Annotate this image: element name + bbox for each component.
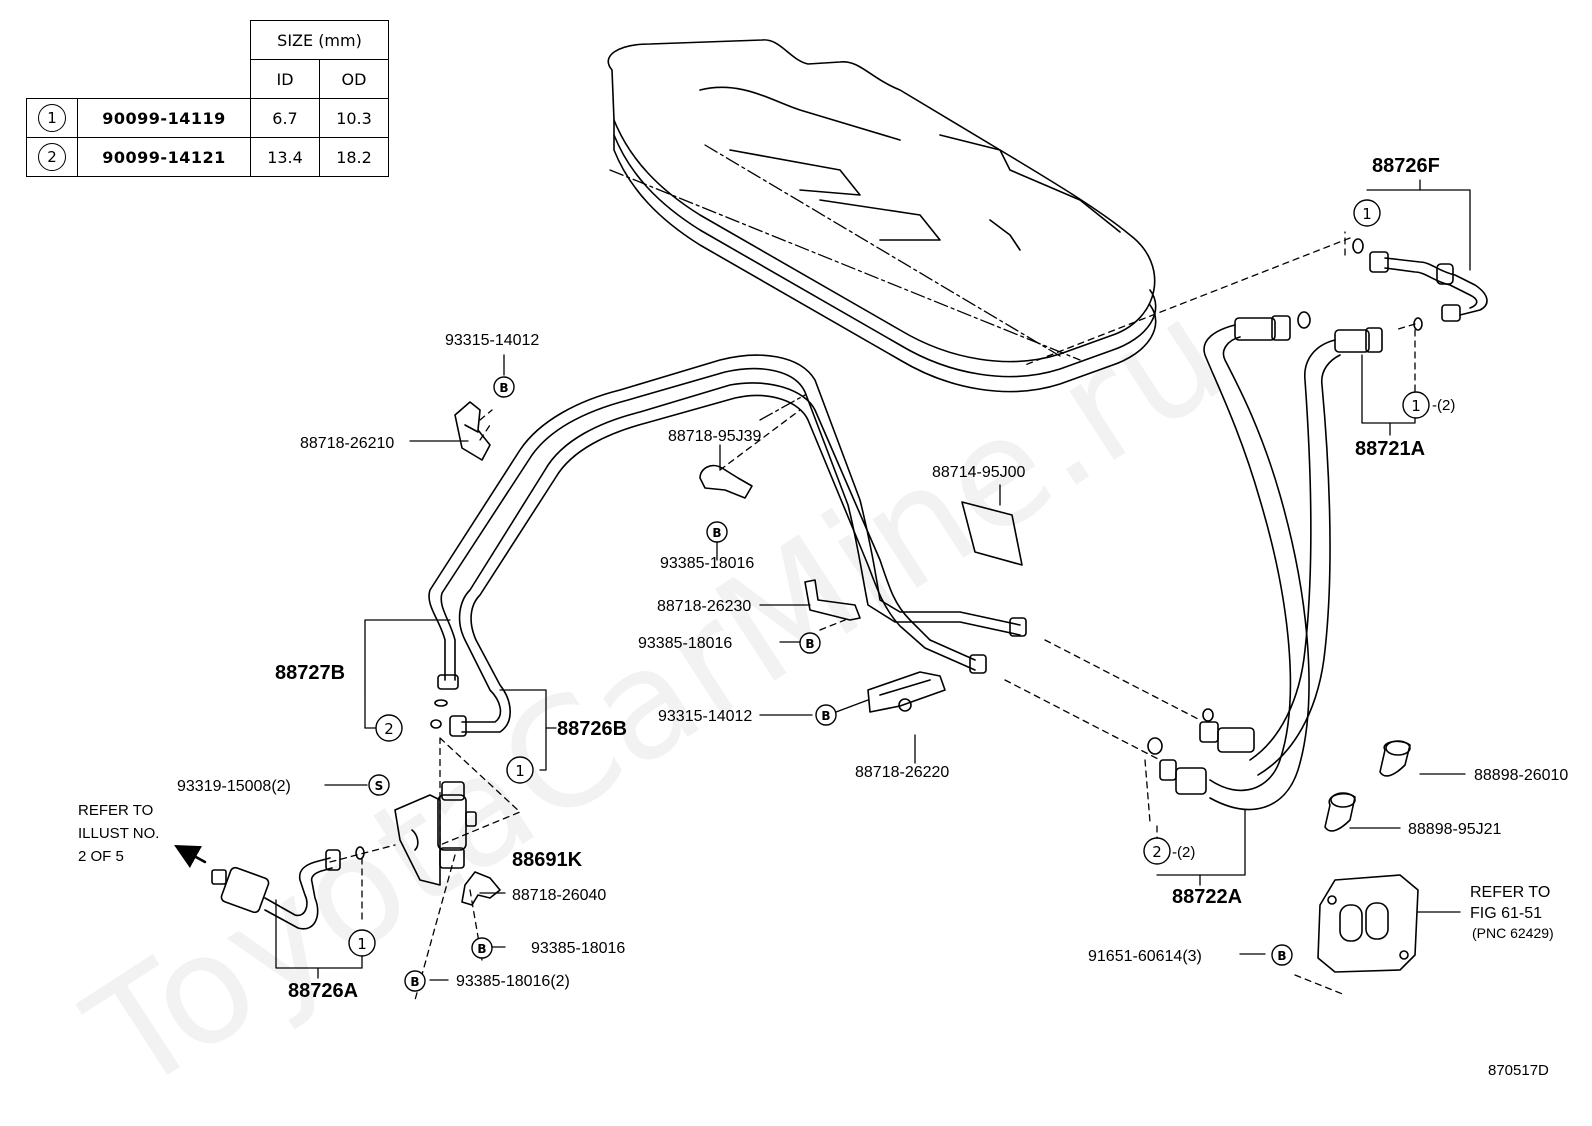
table-row: 1 90099-14119 6.7 10.3 (26, 98, 389, 138)
svg-text:B: B (410, 975, 419, 989)
label-93385-18016: 93385-18016(2) (456, 973, 570, 990)
outer-diameter: 10.3 (319, 98, 389, 138)
fuel-tube-88726B (458, 382, 976, 733)
label-88691K: 88691K (512, 849, 583, 871)
label-88898-95J21: 88898-95J21 (1408, 821, 1502, 838)
label-91651-60614: 91651-60614(3) (1088, 948, 1202, 965)
label-93385-18016: 93385-18016 (638, 635, 732, 652)
bolt-symbol: B (1271, 944, 1293, 966)
label-88714-95J00: 88714-95J00 (932, 464, 1026, 481)
ring-symbol-1: 1 (506, 756, 534, 784)
fuel-tank (607, 39, 1157, 393)
svg-text:2: 2 (384, 720, 394, 738)
label-88721A: 88721A (1355, 438, 1425, 460)
hose-88721A (1199, 327, 1383, 776)
bolt-symbol: B (471, 937, 493, 959)
ref-number: 1 (38, 104, 66, 132)
refer-note-line: REFER TO (78, 802, 153, 819)
grommet-88898-26010 (1379, 740, 1411, 777)
svg-text:1: 1 (357, 935, 367, 953)
label-88898-26010: 88898-26010 (1474, 767, 1568, 784)
clip-88718-26040 (461, 871, 501, 906)
fuel-filter-88691K (394, 781, 477, 886)
ref-number: 2 (38, 143, 66, 171)
size-table: SIZE (mm) ID OD 1 90099-14119 6.7 10.3 2… (26, 20, 389, 177)
svg-text:B: B (1277, 949, 1286, 963)
svg-text:B: B (477, 942, 486, 956)
ring-symbol-2: 2 (375, 714, 403, 742)
size-header: SIZE (mm) (250, 20, 389, 60)
inner-diameter: 13.4 (250, 137, 320, 177)
label-88718-95J39: 88718-95J39 (668, 428, 762, 445)
svg-text:B: B (499, 381, 508, 395)
bracket-88718-26230 (804, 579, 861, 621)
fuel-tube-88727B (428, 354, 1021, 681)
label-88718-26230: 88718-26230 (657, 598, 751, 615)
screw-symbol: S (368, 774, 390, 796)
pad-88714-95J00 (961, 501, 1023, 566)
label-93385-18016: 93385-18016 (531, 940, 625, 957)
label-qty: -(2) (1172, 844, 1195, 861)
fuel-tube-88726A (211, 849, 341, 930)
table-row: 2 90099-14121 13.4 18.2 (26, 137, 389, 177)
tube-fittings (437, 617, 1027, 737)
clip-88718-95J39 (699, 464, 753, 499)
refer-note-line: FIG 61-51 (1470, 905, 1542, 922)
svg-text:B: B (805, 637, 814, 651)
svg-text:S: S (375, 779, 384, 793)
refer-note-line: ILLUST NO. (78, 825, 159, 842)
label-93315-14012: 93315-14012 (658, 708, 752, 725)
bolt-symbol: B (493, 376, 515, 398)
bolt-symbol: B (706, 521, 728, 543)
label-88722A: 88722A (1172, 886, 1242, 908)
label-88726A: 88726A (288, 980, 358, 1002)
label-88718-26210: 88718-26210 (300, 435, 394, 452)
label-88726B: 88726B (557, 718, 627, 740)
svg-text:B: B (712, 526, 721, 540)
hose-88722A (1159, 311, 1311, 811)
refer-note-line: (PNC 62429) (1472, 925, 1554, 941)
label-88718-26220: 88718-26220 (855, 764, 949, 781)
svg-text:1: 1 (515, 762, 525, 780)
bracket-88718-26220 (867, 671, 946, 713)
gasket-plate (1317, 874, 1419, 973)
diagram-code: 870517D (1488, 1062, 1549, 1079)
grommet-88898-95J21 (1324, 792, 1356, 832)
svg-text:2: 2 (1152, 843, 1162, 861)
bolt-symbol: B (815, 704, 837, 726)
ring-symbol-2: 2 (1143, 837, 1171, 865)
ring-symbol-1: 1 (1402, 391, 1430, 419)
label-93385-18016: 93385-18016 (660, 555, 754, 572)
parts-diagram: 1 1 2 1 2 1 B B (78, 39, 1568, 1079)
bolt-symbol: B (404, 970, 426, 992)
outer-diameter: 18.2 (319, 137, 389, 177)
label-88726F: 88726F (1372, 155, 1440, 177)
ring-symbol-1: 1 (1353, 199, 1381, 227)
ring-symbol-1: 1 (348, 929, 376, 957)
part-number: 90099-14121 (77, 137, 251, 177)
svg-text:1: 1 (1411, 397, 1421, 415)
refer-note-line: REFER TO (1470, 884, 1550, 901)
svg-text:1: 1 (1362, 205, 1372, 223)
label-qty: -(2) (1432, 397, 1455, 414)
svg-text:B: B (821, 709, 830, 723)
label-88718-26040: 88718-26040 (512, 887, 606, 904)
label-93319-15008: 93319-15008(2) (177, 778, 291, 795)
hose-88726F (1369, 251, 1488, 322)
label-88727B: 88727B (275, 662, 345, 684)
clip-88718-26210 (454, 401, 491, 461)
refer-note-line: 2 OF 5 (78, 848, 124, 865)
bolt-symbol: B (799, 632, 821, 654)
label-93315-14012: 93315-14012 (445, 332, 539, 349)
col-id-header: ID (250, 59, 320, 99)
